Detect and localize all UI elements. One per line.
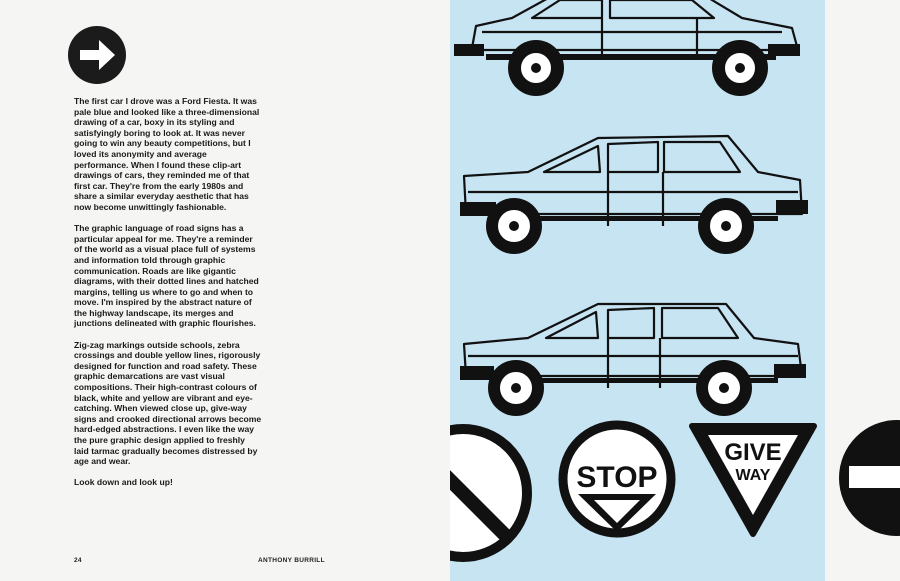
- no-entry-sign-icon: [839, 420, 900, 536]
- right-arrow-icon: [68, 26, 126, 84]
- author-running-footer: ANTHONY BURRILL: [258, 557, 325, 564]
- left-page: The first car I drove was a Ford Fiesta.…: [68, 26, 325, 564]
- paragraph-2: The graphic language of road signs has a…: [74, 223, 259, 329]
- stop-sign-label: STOP: [576, 461, 657, 494]
- give-way-sign-label-give: GIVE: [724, 439, 781, 466]
- car-illustration-3: [460, 302, 806, 416]
- paragraph-1: The first car I drove was a Ford Fiesta.…: [74, 96, 260, 212]
- car-illustration-1: [454, 0, 800, 96]
- give-way-sign: GIVE WAY: [689, 423, 817, 537]
- stop-sign: STOP: [558, 420, 676, 538]
- car-illustration-2: [460, 134, 808, 254]
- restriction-sign-icon: [450, 424, 532, 562]
- paragraph-4: Look down and look up!: [74, 477, 173, 488]
- page-number: 24: [74, 557, 82, 564]
- body-text: The first car I drove was a Ford Fiesta.…: [74, 96, 262, 499]
- right-page-illustration: STOP GIVE WAY: [450, 0, 825, 581]
- adjacent-page-edge: [825, 0, 900, 581]
- paragraph-3: Zig-zag markings outside schools, zebra …: [74, 339, 262, 467]
- give-way-sign-label-way: WAY: [736, 467, 771, 484]
